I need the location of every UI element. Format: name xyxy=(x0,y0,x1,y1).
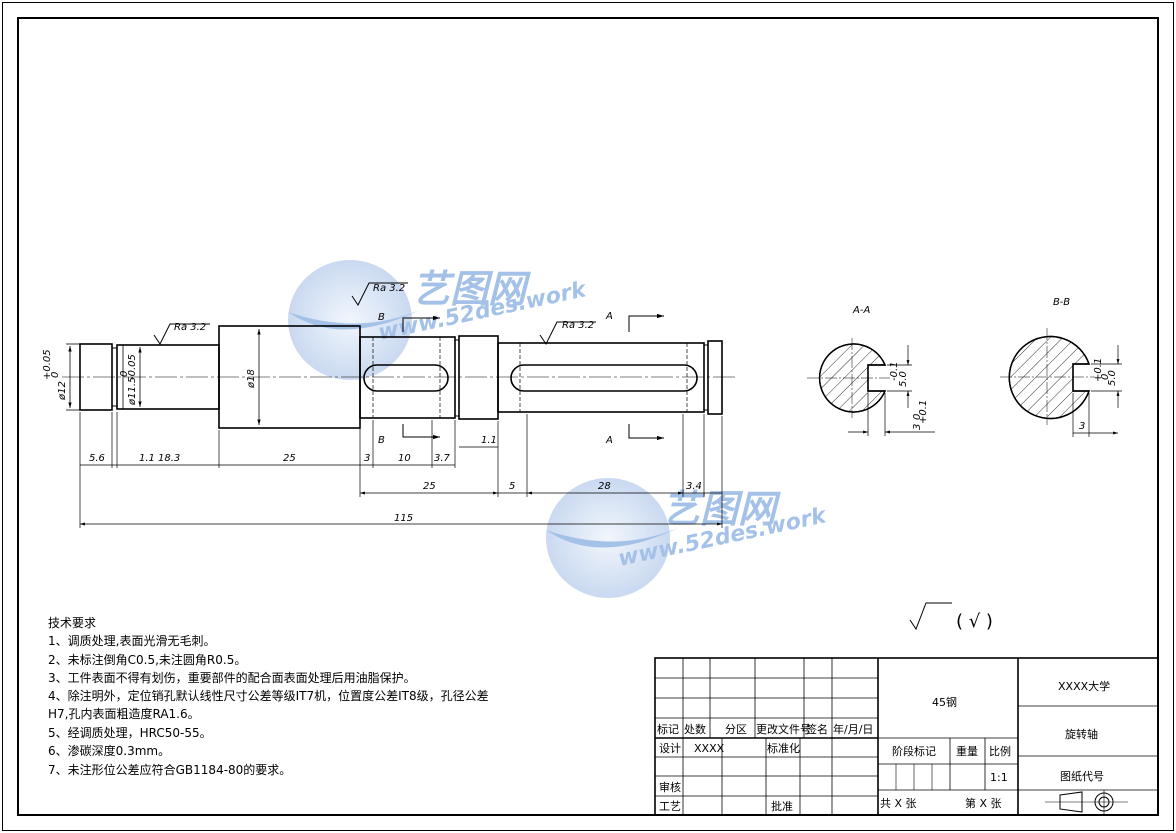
dimension-lines xyxy=(80,446,722,526)
requirement-line: 1、调质处理,表面光滑无毛刺。 xyxy=(48,634,215,648)
roughness-label: Ra 3.2 xyxy=(174,322,206,333)
title-block-text: 标记 处数 分区 更改文件号 签名 年/月/日 设计 XXXX 标准化 审核 工… xyxy=(657,679,1110,813)
dimension-label: 28 xyxy=(598,481,611,492)
title-block xyxy=(654,657,1159,816)
section-aa xyxy=(807,338,935,436)
technical-requirements: 技术要求 1、调质处理,表面光滑无毛刺。 2、未标注倒角C0.5,未注圆角R0.… xyxy=(48,616,489,777)
roughness-label: Ra 3.2 xyxy=(373,283,405,294)
tb-label: 审核 xyxy=(659,780,681,794)
dimension-label: 5 xyxy=(509,481,515,492)
part-name: 旋转轴 xyxy=(1065,727,1098,741)
inner-frame xyxy=(17,17,1159,816)
section-dim: 3 xyxy=(912,424,923,430)
requirement-line: 7、未注形位公差应符合GB1184-80的要求。 xyxy=(48,762,291,777)
tb-value: XXXX xyxy=(694,742,725,755)
dimension-label: 3.4 xyxy=(686,481,702,492)
projection-symbol-icon xyxy=(1045,790,1128,814)
shaft-drawing xyxy=(62,325,735,429)
tb-label: 更改文件号 xyxy=(756,722,811,736)
university: XXXX大学 xyxy=(1058,679,1110,693)
diameter-tolerance: +0.05 xyxy=(42,349,53,380)
scale-value: 1:1 xyxy=(990,771,1008,784)
diameter-tolerance: -0.05 xyxy=(127,354,138,380)
general-roughness-mark: ( √ ) xyxy=(956,611,993,632)
section-bb xyxy=(1000,328,1122,437)
section-mark: A xyxy=(605,435,613,446)
section-mark: A xyxy=(605,311,613,322)
dimension-label: 3 xyxy=(364,453,370,464)
section-tolerance: +0.1 xyxy=(918,400,929,424)
tb-label: 比例 xyxy=(989,744,1011,758)
section-tolerance: +0.1 xyxy=(1093,358,1104,382)
dimension-label: 5.6 xyxy=(89,453,105,464)
tb-label: 阶段标记 xyxy=(892,744,936,758)
tb-label: 批准 xyxy=(771,799,793,813)
diameter-dimension-lines xyxy=(66,329,261,425)
diameter-tolerance: 0 xyxy=(50,372,61,378)
extension-lines xyxy=(79,412,723,528)
section-title: B-B xyxy=(1053,297,1070,308)
tb-label: 设计 xyxy=(659,742,681,755)
dimension-label: 25 xyxy=(423,481,436,492)
dimension-label: 18.3 xyxy=(158,453,180,464)
section-title: A-A xyxy=(852,305,870,316)
watermark-2: 艺图网 www.52des.work xyxy=(546,478,830,598)
tb-label: 标记 xyxy=(657,722,679,736)
tb-label: 工艺 xyxy=(659,800,681,813)
requirements-title: 技术要求 xyxy=(48,616,96,630)
diameter-label: ø11.5 xyxy=(127,377,138,406)
section-tolerance: -0.1 xyxy=(889,361,900,381)
drawing-code-label: 图纸代号 xyxy=(1060,770,1104,783)
diameter-tolerance: 0 xyxy=(119,371,130,377)
roughness-marks xyxy=(153,282,952,631)
dimension-label: 1.1 xyxy=(139,453,155,464)
requirement-line: 4、除注明外，定位销孔默认线性尺寸公差等级IT7机，位置度公差IT8级，孔径公差 xyxy=(48,688,489,703)
dimension-label: 115 xyxy=(394,513,413,524)
tb-label: 分区 xyxy=(725,723,747,736)
tb-label: 签名 xyxy=(806,722,828,736)
requirement-line: 6、渗碳深度0.3mm。 xyxy=(48,743,170,758)
section-cut-arrows xyxy=(402,313,664,441)
section-mark: B xyxy=(378,435,385,446)
material: 45钢 xyxy=(932,696,957,709)
diameter-label: ø12 xyxy=(57,381,68,401)
tb-label: 重量 xyxy=(956,744,978,758)
section-mark: B xyxy=(378,312,385,323)
dimension-label: 3.7 xyxy=(434,453,451,464)
tb-label: 年/月/日 xyxy=(833,722,873,736)
dimension-label: 1.1 xyxy=(481,435,497,446)
section-dim: 5.0 xyxy=(1107,370,1118,386)
watermark-1: 艺图网 www.52des.work xyxy=(288,260,590,380)
sheet-number: 第 X 张 xyxy=(965,796,1002,810)
dimension-label: 25 xyxy=(283,453,296,464)
roughness-label: Ra 3.2 xyxy=(562,320,594,331)
diameter-label: ø18 xyxy=(246,369,257,389)
requirement-line: 5、经调质处理，HRC50-55。 xyxy=(48,726,212,740)
tb-label: 处数 xyxy=(684,723,706,736)
requirement-line: H7,孔内表面粗造度RA1.6。 xyxy=(48,706,200,721)
watermark-brand: 艺图网 xyxy=(412,267,531,311)
tb-label: 标准化 xyxy=(767,741,800,755)
section-tolerance: 0 xyxy=(912,414,923,420)
dimension-label: 10 xyxy=(398,453,411,464)
requirement-line: 3、工件表面不得有划伤，重要部件的配合面表面处理后用油脂保护。 xyxy=(48,670,416,685)
sheets-total: 共 X 张 xyxy=(880,797,917,810)
requirement-line: 2、未标注倒角C0.5,未注圆角R0.5。 xyxy=(48,652,246,667)
section-dim: 5.0 xyxy=(898,371,909,387)
section-tolerance: 0 xyxy=(1100,374,1111,380)
section-dim: 3 xyxy=(1079,421,1085,432)
